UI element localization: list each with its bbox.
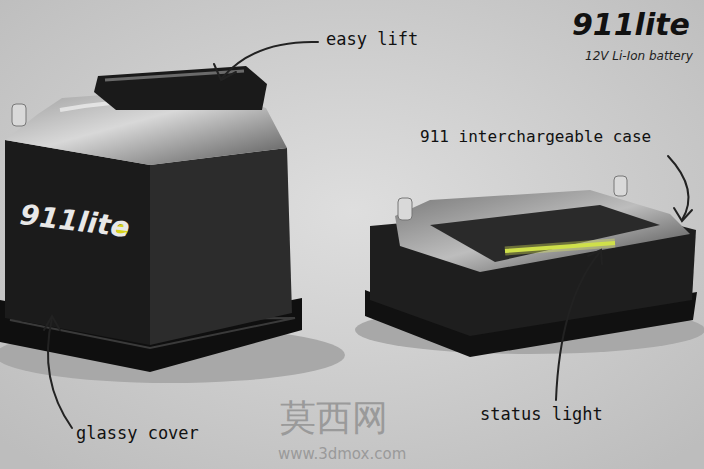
brand-logo: 911lite (572, 8, 690, 41)
watermark: www.3dmox.com (278, 446, 406, 463)
callout-label: easy lift (326, 30, 418, 49)
callout-label: status light (480, 405, 603, 424)
watermark: 莫西网 (280, 398, 388, 438)
callout-label: glassy cover (76, 424, 199, 443)
product-subtitle: 12V Li-Ion battery (585, 50, 693, 63)
callout-label: 911 interchargeable case (420, 128, 651, 146)
